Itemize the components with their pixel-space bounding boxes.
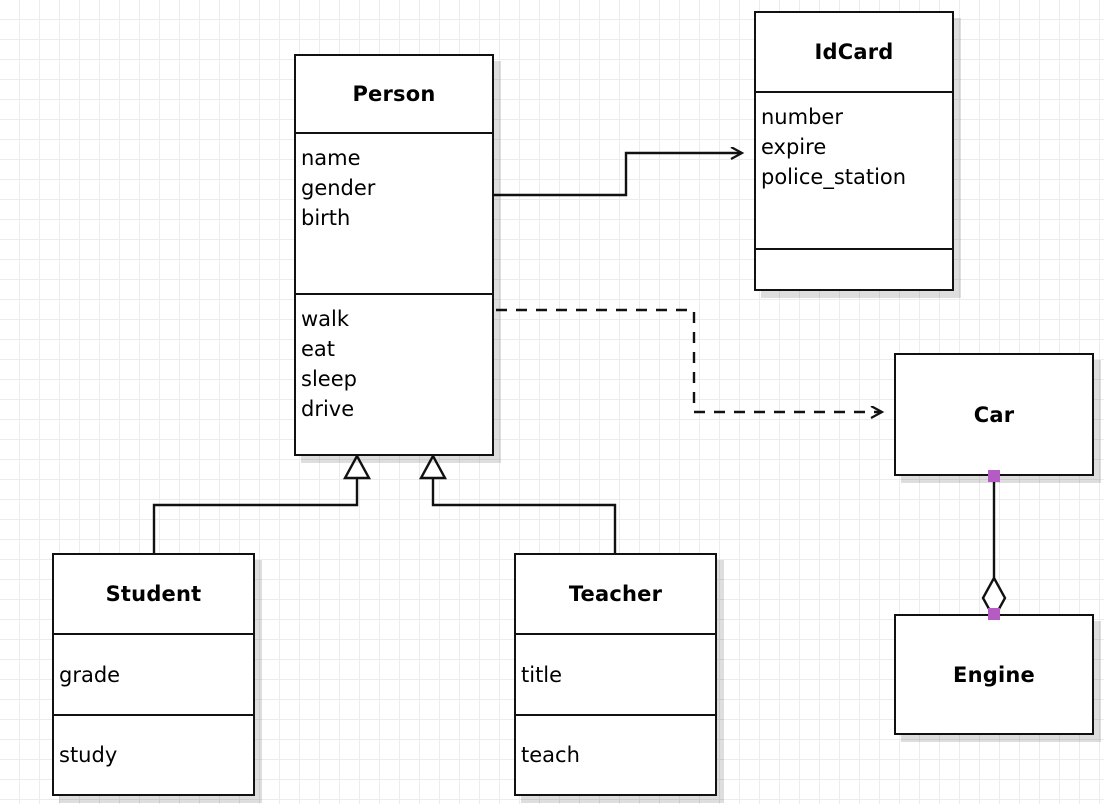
method-item: walk (301, 307, 350, 331)
method-item: eat (301, 337, 336, 361)
class-name-student: Student (105, 582, 202, 606)
edge-student-person[interactable] (152, 477, 359, 553)
attribute-item: number (761, 105, 843, 129)
attribute-item: police_station (761, 165, 907, 189)
class-title-compartment-idcard: IdCard (756, 13, 952, 91)
attribute-item: expire (761, 135, 827, 159)
edge-person-idcard[interactable] (494, 153, 742, 197)
connection-handle-car[interactable] (988, 470, 1000, 482)
method-item: study (59, 743, 118, 767)
method-item: sleep (301, 367, 357, 391)
class-name-car: Car (973, 402, 1015, 427)
class-methods-person: walk eat sleep drive (296, 293, 492, 454)
class-box-teacher[interactable]: Teacher title teach (514, 553, 717, 796)
class-title-compartment-teacher: Teacher (516, 555, 715, 633)
class-attributes-person: name gender birth (296, 132, 492, 293)
attribute-item: gender (301, 176, 376, 200)
method-item: drive (301, 397, 355, 421)
class-methods-student: study (54, 714, 253, 794)
class-attributes-teacher: title (516, 633, 715, 714)
attribute-item: name (301, 146, 361, 170)
class-box-student[interactable]: Student grade study (52, 553, 255, 796)
class-title-compartment-person: Person (296, 56, 492, 132)
class-attributes-student: grade (54, 633, 253, 714)
class-methods-idcard (756, 248, 952, 289)
class-title-compartment-student: Student (54, 555, 253, 633)
edge-teacher-person[interactable] (431, 477, 617, 553)
class-name-person: Person (352, 82, 436, 106)
class-attributes-idcard: number expire police_station (756, 91, 952, 248)
attribute-item: birth (301, 206, 351, 230)
class-box-idcard[interactable]: IdCard number expire police_station (754, 11, 954, 291)
class-box-car[interactable]: Car (894, 353, 1094, 476)
class-name-engine: Engine (953, 662, 1035, 687)
class-name-idcard: IdCard (814, 40, 894, 64)
class-name-teacher: Teacher (568, 582, 663, 606)
attribute-item: title (521, 662, 563, 687)
generalization-triangle-student (342, 453, 372, 480)
class-box-engine[interactable]: Engine (894, 614, 1094, 735)
class-title-compartment-engine: Engine (896, 616, 1092, 733)
method-item: teach (521, 743, 580, 767)
class-methods-teacher: teach (516, 714, 715, 794)
attribute-item: grade (59, 662, 121, 687)
edge-person-car[interactable] (496, 308, 882, 412)
class-title-compartment-car: Car (896, 355, 1092, 474)
generalization-triangle-teacher (418, 453, 448, 480)
connection-handle-engine[interactable] (988, 608, 1000, 620)
class-box-person[interactable]: Person name gender birth walk eat sleep … (294, 54, 494, 456)
